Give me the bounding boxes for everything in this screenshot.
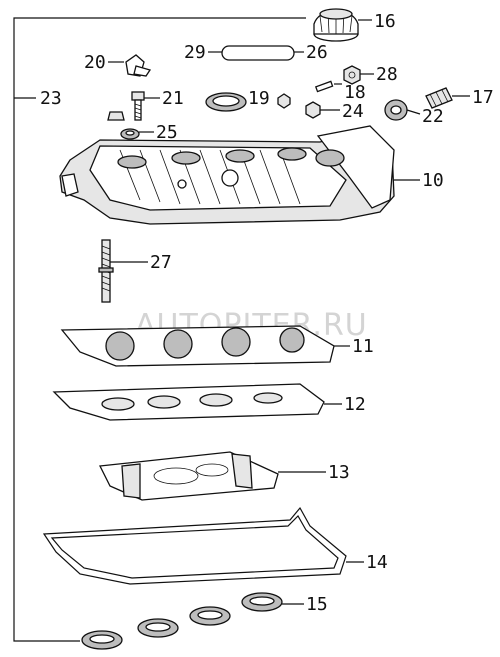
part-16-filler-cap (313, 8, 372, 42)
callout-23: 23 (40, 88, 62, 109)
callout-13: 13 (328, 462, 350, 483)
callout-25: 25 (156, 122, 178, 143)
part-13-plate (99, 451, 326, 501)
part-28-nut (343, 65, 374, 85)
callout-15: 15 (306, 594, 328, 615)
part-25-washer (120, 128, 154, 140)
callout-18: 18 (344, 82, 366, 103)
callout-17: 17 (472, 87, 494, 108)
part-11-gasket (60, 325, 350, 367)
part-20-clip (108, 54, 152, 77)
bracket-23 (13, 17, 306, 642)
callout-12: 12 (344, 394, 366, 415)
callout-20: 20 (84, 52, 106, 73)
callout-28: 28 (376, 64, 398, 85)
part-grommet-left (107, 111, 125, 121)
callout-26: 26 (306, 42, 328, 63)
part-24-nut (305, 101, 340, 119)
callout-16: 16 (374, 11, 396, 32)
callout-29: 29 (184, 42, 206, 63)
callout-labels: 16 20 29 26 28 23 21 19 18 17 24 22 25 1… (40, 11, 494, 615)
part-19-seal (205, 92, 247, 112)
part-12-baffle (52, 383, 342, 421)
callout-22: 22 (422, 106, 444, 127)
callout-19: 19 (248, 88, 270, 109)
part-21-bolt (131, 91, 160, 121)
part-29-26-hose (208, 45, 304, 61)
callout-27: 27 (150, 252, 172, 273)
part-27-stud (98, 239, 148, 303)
part-small-nut (277, 93, 291, 109)
callout-24: 24 (342, 101, 364, 122)
part-17-valve (425, 87, 470, 109)
part-15-seals (81, 592, 304, 650)
callout-10: 10 (422, 170, 444, 191)
callout-14: 14 (366, 552, 388, 573)
part-18-pin (314, 80, 342, 93)
part-22-grommet (384, 99, 421, 121)
part-10-valve-cover (59, 125, 420, 225)
part-14-cover-gasket (42, 506, 364, 585)
callout-11: 11 (352, 336, 374, 357)
callout-21: 21 (162, 88, 184, 109)
